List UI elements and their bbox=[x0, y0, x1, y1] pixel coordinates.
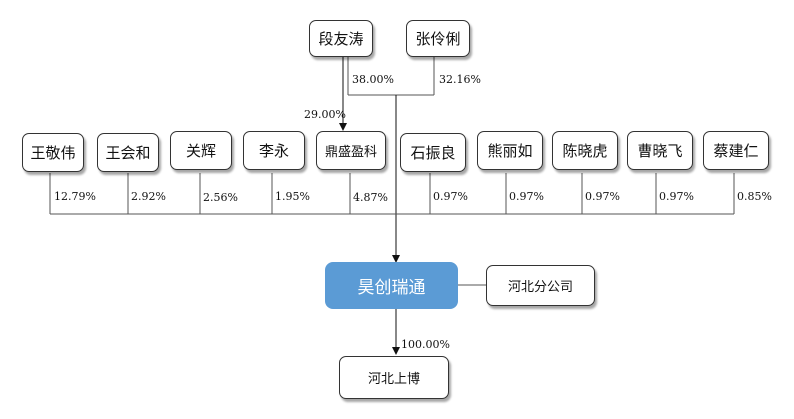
shareholder-wang-huihe: 王会和 bbox=[97, 133, 159, 172]
shareholder-xiong-liru: 熊丽如 bbox=[477, 131, 543, 170]
shareholder-chen-xiaohu: 陈晓虎 bbox=[552, 131, 618, 170]
shareholder-cao-xiaofei: 曹晓飞 bbox=[627, 131, 693, 170]
subsidiary-percentage: 100.00% bbox=[401, 338, 450, 351]
shareholder-zhang-lingli: 张伶俐 bbox=[406, 20, 470, 57]
shareholder-guan-hui: 关辉 bbox=[170, 131, 232, 170]
branch-hebei: 河北分公司 bbox=[486, 265, 595, 306]
chen-xiaohu-percentage: 0.97% bbox=[585, 190, 620, 203]
shareholder-li-yong: 李永 bbox=[243, 131, 305, 170]
shareholder-wang-jingwei: 王敬伟 bbox=[22, 133, 84, 172]
li-yong-percentage: 1.95% bbox=[275, 190, 310, 203]
cao-xiaofei-percentage: 0.97% bbox=[659, 190, 694, 203]
company-haochuang-ruitong: 昊创瑞通 bbox=[325, 262, 458, 309]
shareholder-duan-youtao: 段友涛 bbox=[309, 20, 373, 57]
wang-huihe-percentage: 2.92% bbox=[131, 190, 166, 203]
zhang-percentage: 32.16% bbox=[439, 73, 481, 86]
shareholder-dingsheng-yingke: 鼎盛盈科 bbox=[316, 131, 386, 170]
cai-jianren-percentage: 0.85% bbox=[737, 190, 772, 203]
dingsheng-percentage: 4.87% bbox=[353, 191, 388, 204]
shareholder-cai-jianren: 蔡建仁 bbox=[703, 131, 769, 170]
xiong-liru-percentage: 0.97% bbox=[509, 190, 544, 203]
subsidiary-hebei-shangbo: 河北上博 bbox=[339, 356, 449, 399]
duan-to-dingsheng-percentage: 29.00% bbox=[304, 108, 346, 121]
shi-zhenliang-percentage: 0.97% bbox=[433, 190, 468, 203]
wang-jingwei-percentage: 12.79% bbox=[54, 190, 96, 203]
guan-hui-percentage: 2.56% bbox=[203, 191, 238, 204]
duan-percentage: 38.00% bbox=[352, 73, 394, 86]
shareholder-shi-zhenliang: 石振良 bbox=[400, 133, 466, 172]
